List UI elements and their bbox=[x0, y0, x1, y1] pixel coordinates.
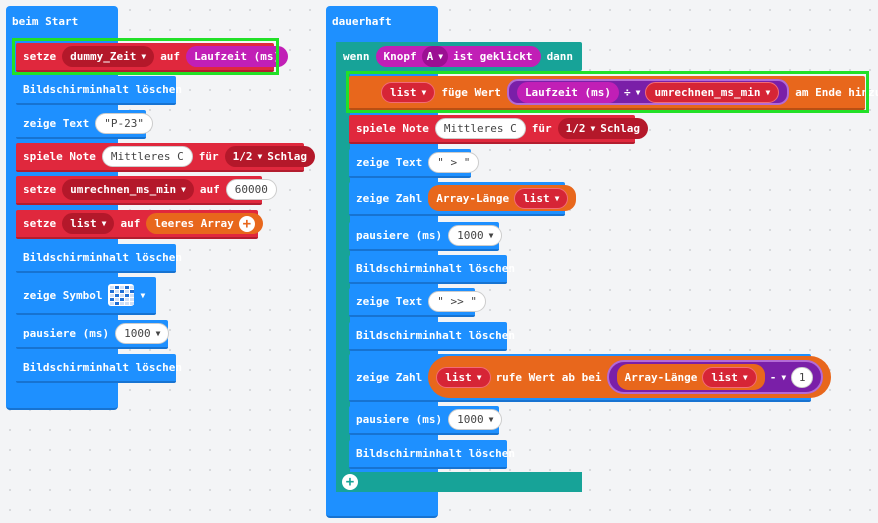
variable-reporter[interactable]: umrechnen_ms_min▼ bbox=[645, 81, 780, 103]
dropdown-icon: ▼ bbox=[488, 231, 494, 240]
runtime-reporter[interactable]: Laufzeit (ms) bbox=[186, 46, 289, 67]
forever-clear-screen-2[interactable]: Bildschirminhalt löschen bbox=[349, 322, 515, 351]
forever-hat-label[interactable]: dauerhaft bbox=[332, 15, 392, 28]
add-else-icon[interactable]: + bbox=[342, 474, 358, 490]
array-length-reporter[interactable]: Array-Länge list▼ bbox=[428, 185, 577, 211]
if-block-footer bbox=[336, 472, 582, 492]
empty-array-reporter[interactable]: leeres Array+ bbox=[146, 213, 263, 234]
set-label: setze bbox=[23, 50, 57, 63]
forever-show-text-1[interactable]: zeige Text " > " bbox=[349, 149, 480, 178]
start-pause-block[interactable]: pausiere (ms) 1000▼ bbox=[16, 320, 170, 349]
note-field[interactable]: Mittleres C bbox=[101, 146, 193, 167]
beat-dropdown[interactable]: 1/2▼Schlag bbox=[224, 146, 316, 167]
array-length-reporter[interactable]: Array-Länge list▼ bbox=[616, 364, 765, 390]
minus-expression[interactable]: Array-Länge list▼ -▼ 1 bbox=[606, 360, 824, 394]
duration-dropdown[interactable]: 1000▼ bbox=[115, 323, 170, 344]
start-play-note-block[interactable]: spiele Note Mittleres C für 1/2▼Schlag bbox=[16, 143, 316, 172]
forever-show-number-2[interactable]: zeige Zahl list▼ rufe Wert ab bei Array-… bbox=[349, 354, 832, 402]
to-label: auf bbox=[160, 50, 181, 63]
text-input[interactable]: " > " bbox=[428, 152, 480, 173]
dropdown-icon: ▼ bbox=[554, 193, 560, 203]
forever-show-text-2[interactable]: zeige Text " >> " bbox=[349, 288, 486, 317]
duration-dropdown[interactable]: 1000▼ bbox=[448, 409, 503, 430]
forever-pause-1[interactable]: pausiere (ms) 1000▼ bbox=[349, 222, 503, 251]
dropdown-icon: ▼ bbox=[765, 87, 771, 97]
dropdown-icon: ▼ bbox=[155, 329, 161, 338]
text-input[interactable]: "P-23" bbox=[95, 113, 153, 134]
list-dropdown[interactable]: list▼ bbox=[702, 366, 757, 388]
list-get-value-reporter[interactable]: list▼ rufe Wert ab bei Array-Länge list▼… bbox=[428, 356, 832, 398]
dropdown-icon[interactable]: ▼ bbox=[635, 87, 641, 97]
beat-dropdown[interactable]: 1/2▼Schlag bbox=[557, 118, 649, 139]
duration-dropdown[interactable]: 1000▼ bbox=[448, 225, 503, 246]
if-block-frame bbox=[336, 42, 350, 492]
start-set-umrechnen-block[interactable]: setze umrechnen_ms_min▼ auf 60000 bbox=[16, 176, 277, 205]
dropdown-icon[interactable]: ▼ bbox=[140, 290, 146, 300]
list-dropdown[interactable]: list▼ bbox=[514, 187, 569, 209]
number-input[interactable]: 60000 bbox=[225, 179, 277, 200]
start-hat-label[interactable]: beim Start bbox=[12, 15, 79, 28]
if-button-pressed-header[interactable]: wenn Knopf A▼ ist geklickt dann bbox=[336, 42, 582, 71]
button-pressed-condition[interactable]: Knopf A▼ ist geklickt bbox=[375, 46, 541, 67]
divide-expression[interactable]: Laufzeit (ms) ÷▼ umrechnen_ms_min▼ bbox=[506, 79, 790, 105]
forever-pause-2[interactable]: pausiere (ms) 1000▼ bbox=[349, 406, 503, 435]
dropdown-icon: ▼ bbox=[181, 185, 186, 194]
start-clear-screen-1[interactable]: Bildschirminhalt löschen bbox=[16, 76, 182, 105]
note-field[interactable]: Mittleres C bbox=[434, 118, 526, 139]
button-dropdown[interactable]: A▼ bbox=[421, 46, 449, 67]
runtime-reporter[interactable]: Laufzeit (ms) bbox=[516, 81, 620, 103]
dropdown-icon: ▼ bbox=[590, 124, 596, 133]
list-dropdown[interactable]: list▼ bbox=[436, 366, 491, 388]
dropdown-icon: ▼ bbox=[257, 152, 263, 161]
variable-dropdown[interactable]: umrechnen_ms_min▼ bbox=[62, 179, 194, 200]
start-clear-screen-2[interactable]: Bildschirminhalt löschen bbox=[16, 244, 182, 273]
dropdown-icon: ▼ bbox=[742, 372, 748, 382]
list-dropdown[interactable]: list▼ bbox=[381, 81, 436, 103]
dropdown-icon: ▼ bbox=[488, 415, 494, 424]
dropdown-icon: ▼ bbox=[141, 52, 147, 61]
variable-dropdown[interactable]: dummy_Zeit▼ bbox=[62, 46, 155, 67]
start-show-text-block[interactable]: zeige Text "P-23" bbox=[16, 110, 153, 139]
forever-show-number-1[interactable]: zeige Zahl Array-Länge list▼ bbox=[349, 182, 577, 216]
dropdown-icon: ▼ bbox=[101, 219, 107, 228]
led-matrix-icon[interactable] bbox=[108, 284, 135, 306]
start-set-dummy-block[interactable]: setze dummy_Zeit▼ auf Laufzeit (ms) bbox=[16, 43, 289, 72]
start-show-symbol-block[interactable]: zeige Symbol ▼ bbox=[16, 277, 156, 315]
variable-dropdown[interactable]: list▼ bbox=[62, 213, 115, 234]
dropdown-icon: ▼ bbox=[476, 372, 482, 382]
start-clear-screen-3[interactable]: Bildschirminhalt löschen bbox=[16, 354, 182, 383]
forever-clear-screen-3[interactable]: Bildschirminhalt löschen bbox=[349, 440, 515, 469]
dropdown-icon: ▼ bbox=[421, 87, 427, 97]
dropdown-icon: ▼ bbox=[438, 52, 444, 61]
dropdown-icon[interactable]: ▼ bbox=[781, 372, 787, 382]
add-icon[interactable]: + bbox=[238, 215, 255, 232]
list-push-block[interactable]: list▼ füge Wert Laufzeit (ms) ÷▼ umrechn… bbox=[349, 76, 878, 110]
text-input[interactable]: " >> " bbox=[428, 291, 486, 312]
number-input[interactable]: 1 bbox=[791, 366, 814, 388]
forever-play-note-block[interactable]: spiele Note Mittleres C für 1/2▼Schlag bbox=[349, 115, 649, 144]
forever-clear-screen-1[interactable]: Bildschirminhalt löschen bbox=[349, 255, 515, 284]
start-set-list-block[interactable]: setze list▼ auf leeres Array+ bbox=[16, 210, 263, 239]
